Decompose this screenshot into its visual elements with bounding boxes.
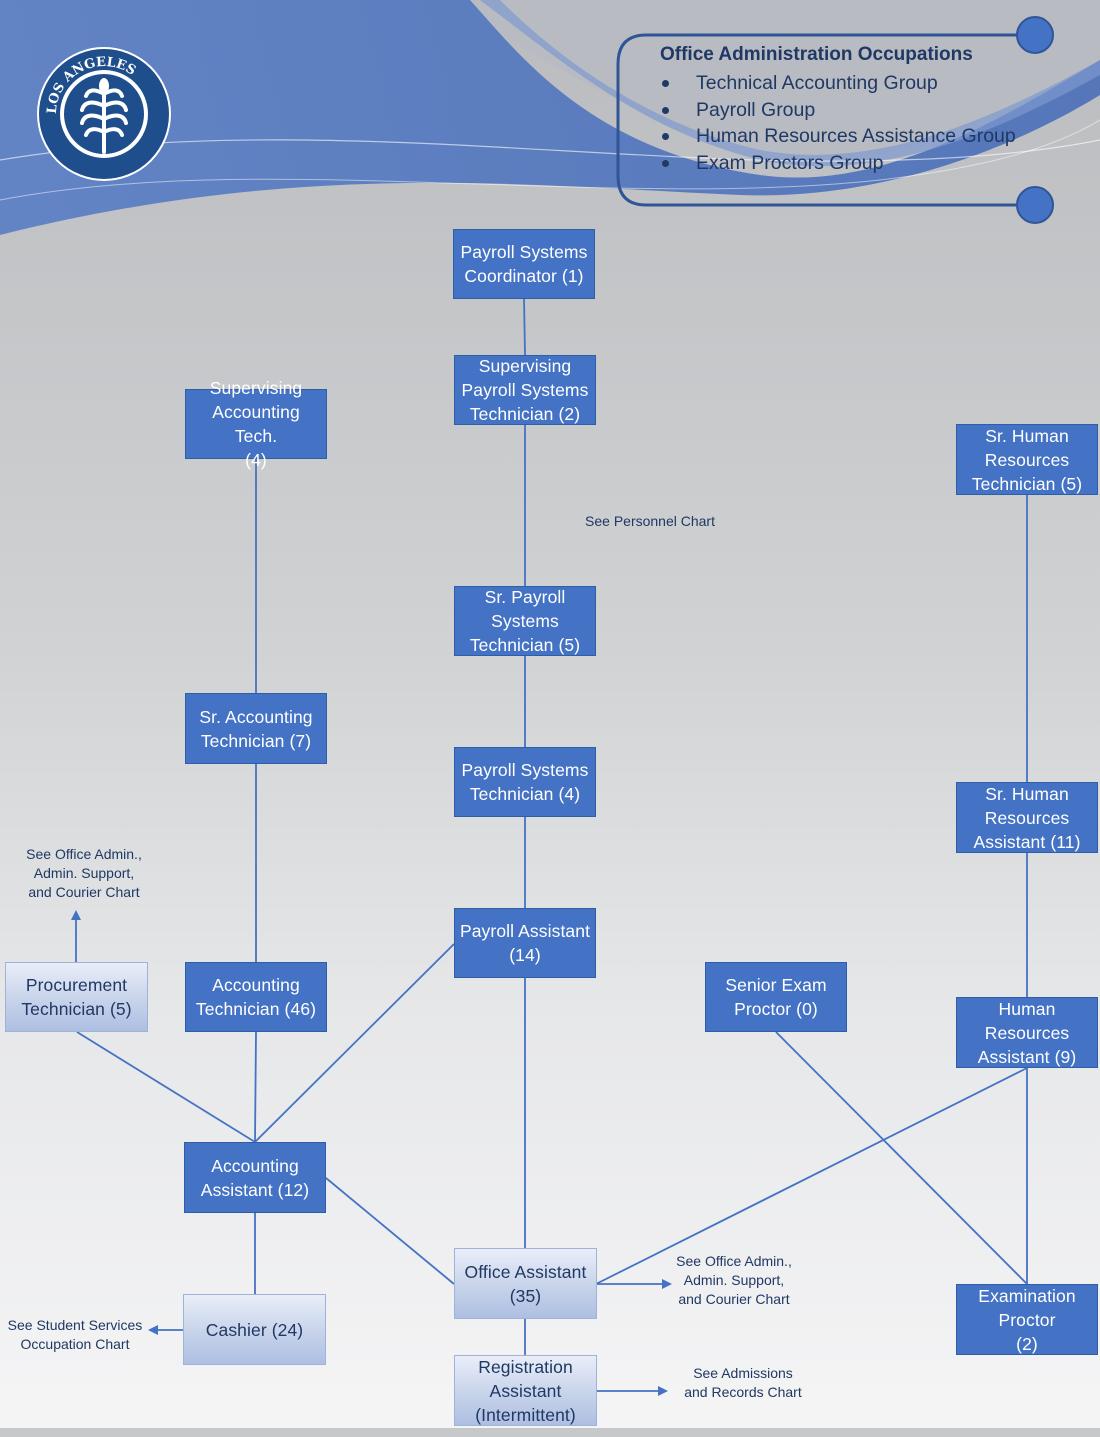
legend-title: Office Administration Occupations bbox=[660, 44, 973, 65]
box-accounting-assistant: Accounting Assistant (12) bbox=[184, 1142, 326, 1213]
box-sr-payroll-systems-technician: Sr. Payroll Systems Technician (5) bbox=[454, 586, 596, 656]
note-see-personnel-chart: See Personnel Chart bbox=[585, 513, 715, 529]
box-cashier: Cashier (24) bbox=[183, 1294, 326, 1365]
box-examination-proctor: Examination Proctor (2) bbox=[956, 1284, 1098, 1355]
box-sr-accounting-technician: Sr. Accounting Technician (7) bbox=[185, 693, 327, 764]
box-human-resources-assistant: Human Resources Assistant (9) bbox=[956, 997, 1098, 1068]
box-supervising-accounting-tech: Supervising Accounting Tech. (4) bbox=[185, 378, 327, 470]
box-accounting-technician: Accounting Technician (46) bbox=[185, 962, 327, 1032]
box-office-assistant: Office Assistant (35) bbox=[454, 1248, 597, 1319]
box-registration-assistant: Registration Assistant (Intermittent) bbox=[454, 1355, 597, 1426]
line-accounting-tech-to-accounting-assistant bbox=[254, 1031, 257, 1143]
box-payroll-systems-coordinator: Payroll Systems Coordinator (1) bbox=[453, 229, 595, 299]
line-hr-assistant-to-office-assistant bbox=[595, 1067, 1028, 1285]
box-senior-exam-proctor: Senior Exam Proctor (0) bbox=[705, 962, 847, 1032]
box-sr-human-resources-assistant: Sr. Human Resources Assistant (11) bbox=[956, 782, 1098, 853]
box-sr-human-resources-technician: Sr. Human Resources Technician (5) bbox=[956, 424, 1098, 495]
legend-item-payroll: Payroll Group bbox=[660, 97, 1016, 124]
legend-item-technical-accounting: Technical Accounting Group bbox=[660, 70, 1016, 97]
legend-list: Technical Accounting Group Payroll Group… bbox=[660, 70, 1016, 176]
legend-item-exam-proctors: Exam Proctors Group bbox=[660, 150, 1016, 177]
line-procurement-to-accounting-assistant bbox=[76, 1031, 256, 1143]
box-payroll-systems-technician: Payroll Systems Technician (4) bbox=[454, 747, 596, 817]
note-see-student-services: See Student Services Occupation Chart bbox=[7, 1317, 143, 1352]
note-see-office-admin-top: See Office Admin., Admin. Support, and C… bbox=[26, 846, 142, 900]
lacc-district-logo: LOS ANGELES bbox=[37, 47, 171, 181]
legend-item-human-resources: Human Resources Assistance Group bbox=[660, 123, 1016, 150]
note-see-admissions: See Admissions and Records Chart bbox=[684, 1365, 802, 1400]
line-accounting-assistant-to-payroll-assistant bbox=[254, 943, 455, 1143]
line-coordinator-to-supervising-payroll bbox=[523, 297, 526, 356]
box-procurement-technician: Procurement Technician (5) bbox=[5, 962, 148, 1032]
note-see-office-admin-right: See Office Admin., Admin. Support, and C… bbox=[676, 1253, 792, 1307]
box-payroll-assistant: Payroll Assistant (14) bbox=[454, 908, 596, 978]
line-accounting-assistant-to-office-assistant bbox=[325, 1177, 455, 1285]
legend-bracket-frame bbox=[616, 16, 1054, 224]
line-senior-exam-to-examination-proctor bbox=[775, 1031, 1028, 1285]
box-supervising-payroll-systems-technician: Supervising Payroll Systems Technician (… bbox=[454, 355, 596, 425]
occupations-legend: Office Administration Occupations Techni… bbox=[616, 16, 1054, 224]
